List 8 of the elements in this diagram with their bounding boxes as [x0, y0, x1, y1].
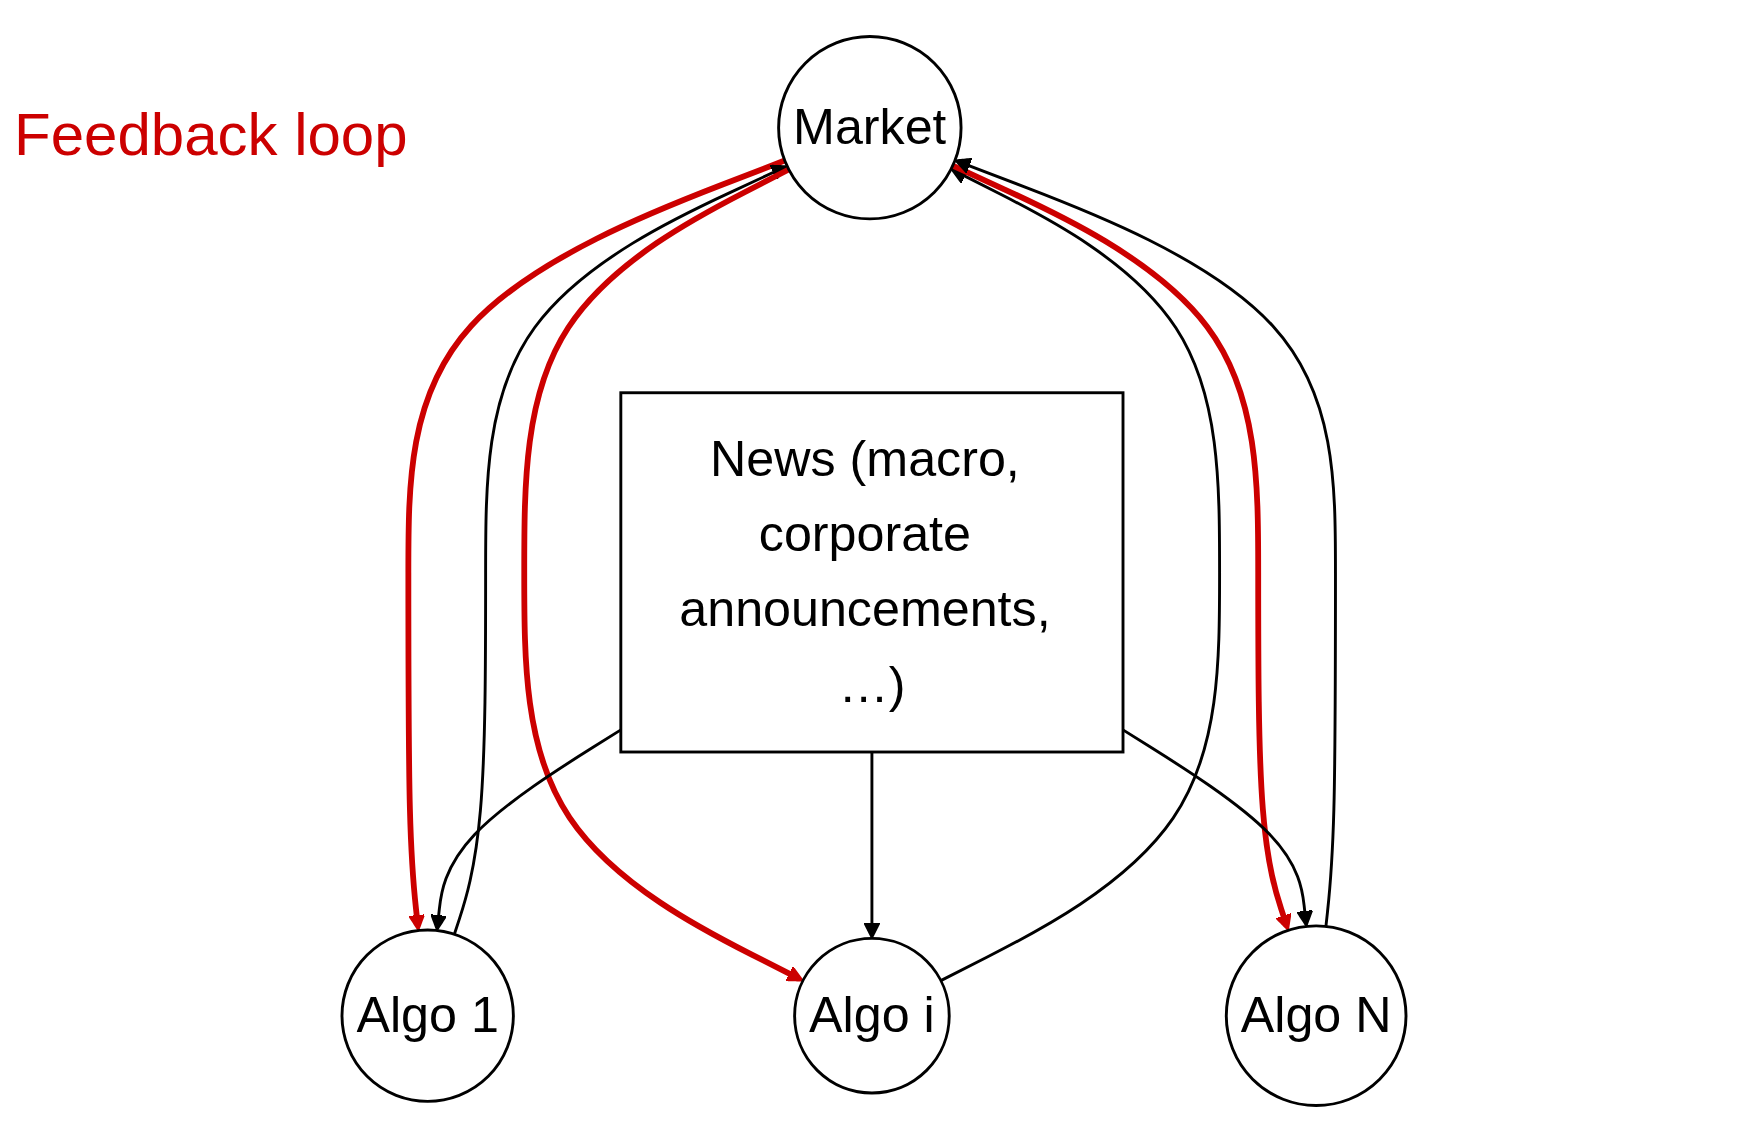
node-circle: Algo i — [792, 936, 951, 1095]
node-circle: Algo N — [1224, 924, 1407, 1107]
annotation-text: Feedback loop — [14, 100, 408, 169]
node-box: News (macro, corporate announcements, …) — [618, 391, 1124, 754]
node-circle: Market — [776, 35, 963, 221]
node-circle: Algo 1 — [340, 928, 515, 1103]
arrow — [939, 168, 1221, 982]
arrow — [520, 166, 804, 982]
